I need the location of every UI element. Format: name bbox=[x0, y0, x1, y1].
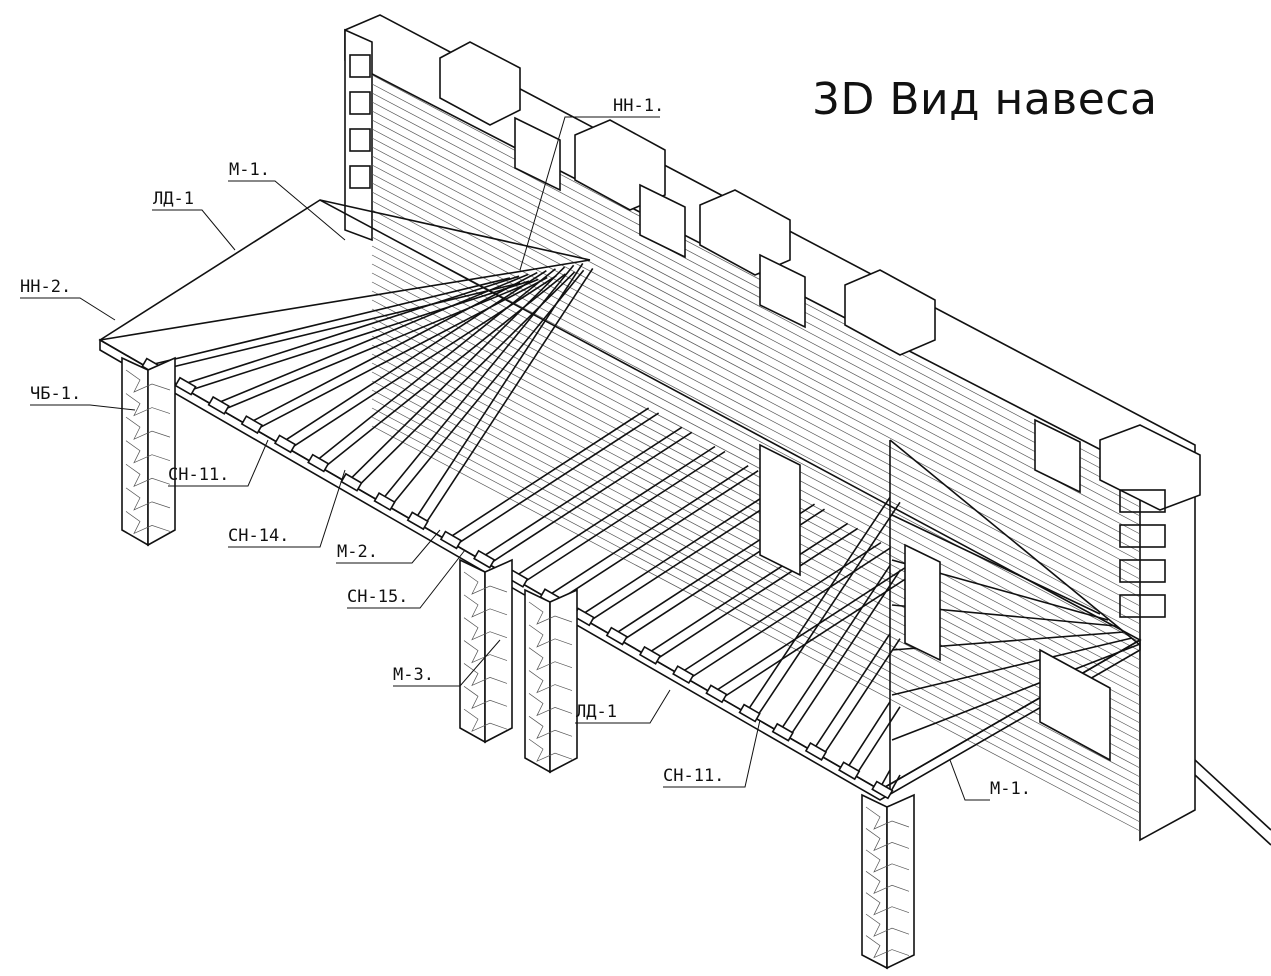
drawing-title: 3D Вид навеса bbox=[812, 74, 1158, 125]
label-m1-top: М-1. bbox=[229, 160, 270, 180]
label-chb1: ЧБ-1. bbox=[30, 384, 81, 404]
label-m3: М-3. bbox=[393, 665, 434, 685]
label-sn14: СН-14. bbox=[228, 526, 289, 546]
wall-openings bbox=[759, 443, 1111, 762]
component-labels: НН-1. М-1. ЛД-1 НН-2. ЧБ-1. СН-11. СН-14… bbox=[20, 96, 1031, 799]
label-m1-bottom: М-1. bbox=[990, 779, 1031, 799]
label-m2: М-2. bbox=[337, 542, 378, 562]
label-nn1: НН-1. bbox=[613, 96, 664, 116]
label-ld1-top: ЛД-1 bbox=[153, 189, 194, 209]
label-sn11-bottom: СН-11. bbox=[663, 766, 724, 786]
roof-frame bbox=[98, 199, 1142, 801]
label-ld1-bottom: ЛД-1 bbox=[576, 702, 617, 722]
label-sn11-left: СН-11. bbox=[168, 465, 229, 485]
label-sn15: СН-15. bbox=[347, 587, 408, 607]
columns bbox=[121, 356, 915, 970]
leader-lines bbox=[20, 116, 990, 801]
label-nn2: НН-2. bbox=[20, 277, 71, 297]
brick-wall bbox=[344, 14, 1271, 846]
